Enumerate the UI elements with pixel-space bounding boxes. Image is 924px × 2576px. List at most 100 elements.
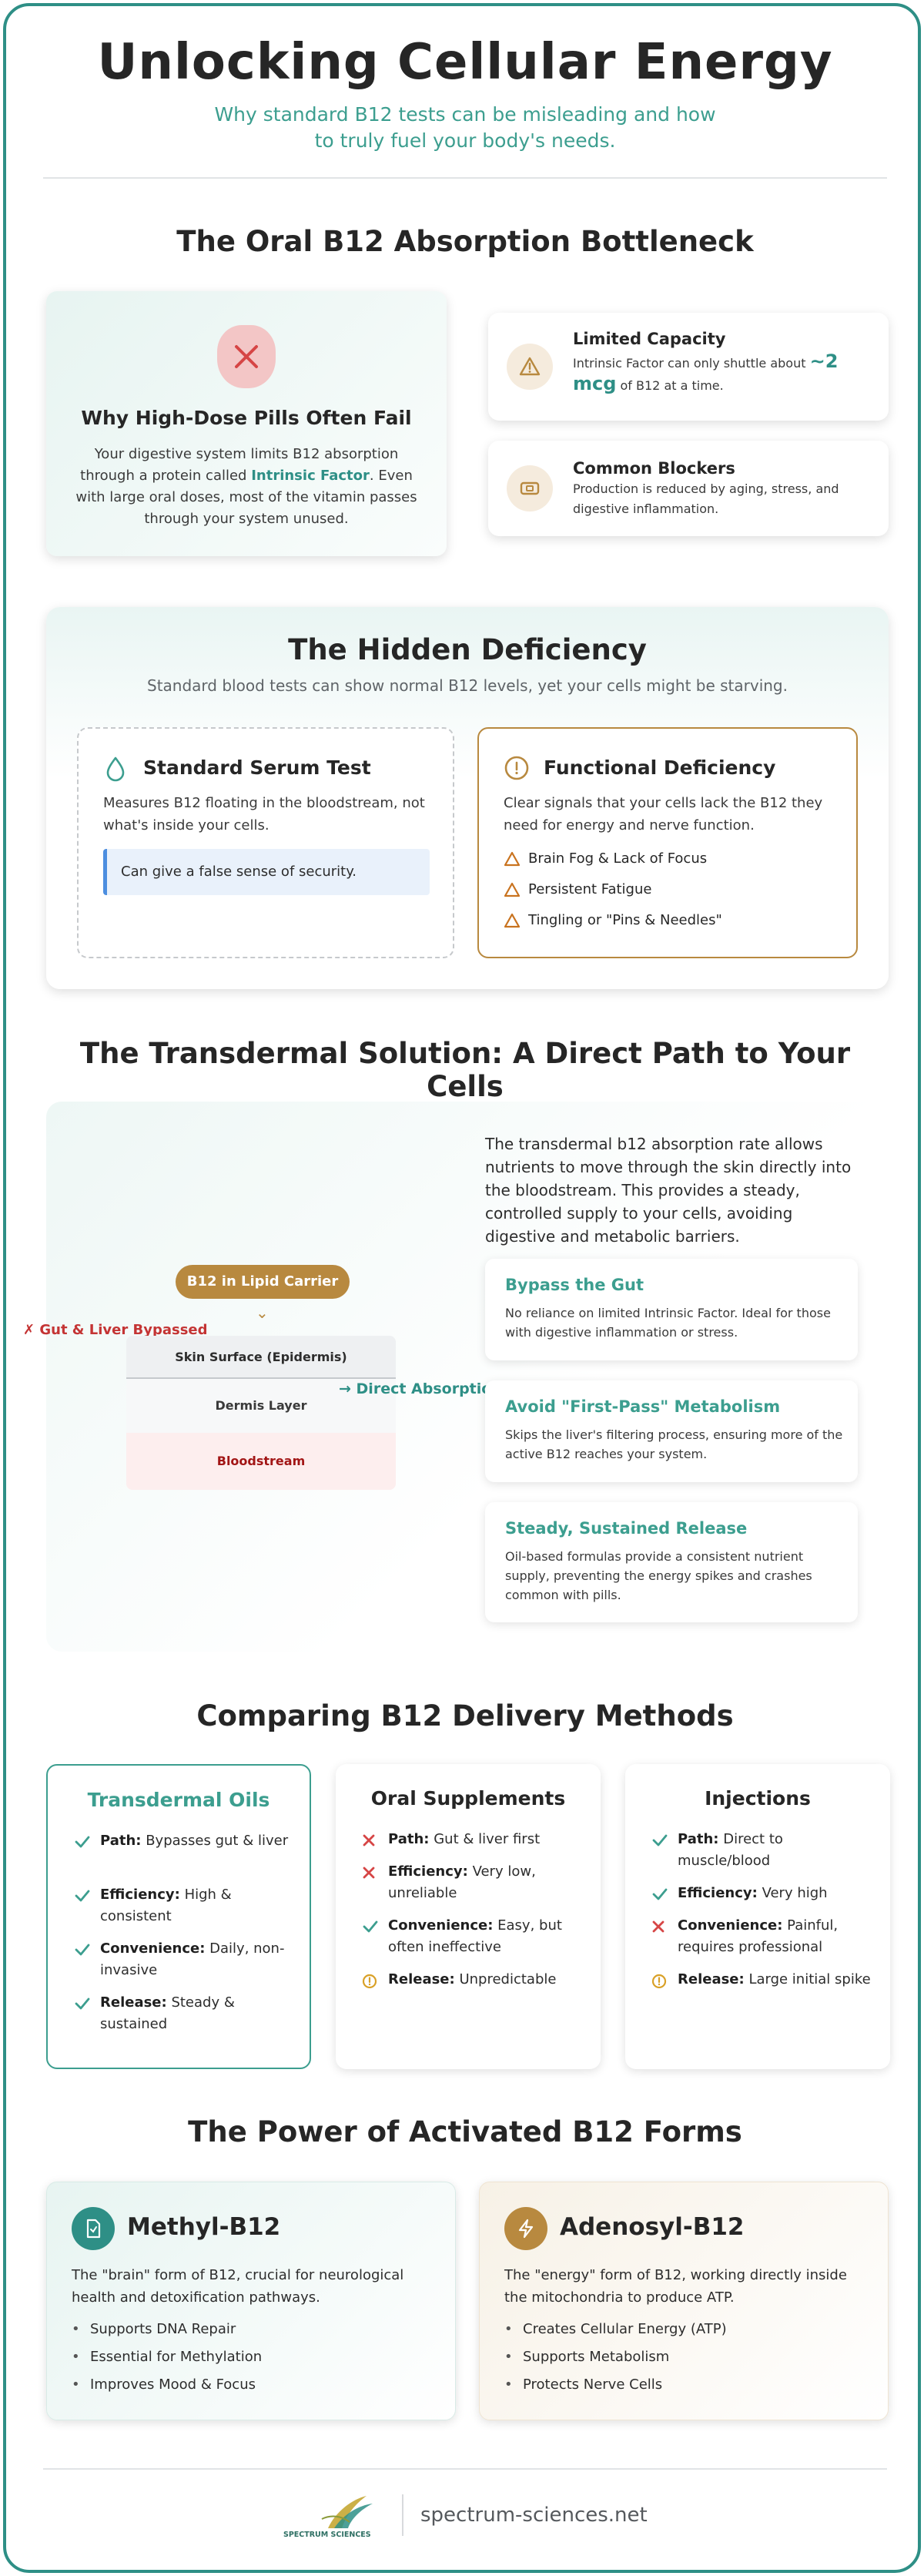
skin-layers-diagram: Skin Surface (Epidermis) Dermis Layer Bl… (126, 1336, 396, 1490)
layer-epidermis: Skin Surface (Epidermis) (126, 1336, 396, 1379)
comparison-item-label: Efficiency: (388, 1863, 468, 1880)
functional-deficiency-title: Functional Deficiency (544, 756, 776, 779)
triangle-warning-icon (504, 882, 521, 897)
comparison-item-label: Path: (678, 1831, 719, 1847)
check-icon (652, 1888, 668, 1900)
check-icon (363, 1920, 378, 1933)
comparison-item-value: Unpredictable (454, 1971, 557, 1987)
common-blockers-title: Common Blockers (573, 459, 735, 478)
document-icon (72, 2207, 115, 2250)
comparison-item-value: Painful, requires professional (678, 1917, 839, 1955)
check-icon (75, 1890, 90, 1902)
serum-test-text: Measures B12 floating in the bloodstream… (103, 795, 425, 834)
common-blockers-card: Common Blockers Production is reduced by… (488, 441, 889, 536)
list-item: Essential for Methylation (72, 2349, 262, 2365)
symptom-label: Tingling or "Pins & Needles" (528, 912, 722, 928)
why-pills-fail-title: Why High-Dose Pills Often Fail (81, 407, 412, 429)
triangle-warning-icon (504, 913, 521, 928)
cross-icon (652, 1920, 665, 1933)
comparison-item-label: Release: (100, 1994, 167, 2011)
transdermal-intro: The transdermal b12 absorption rate allo… (485, 1135, 852, 1246)
hidden-deficiency-subtitle: Standard blood tests can show normal B12… (147, 676, 788, 695)
capacity-amount: ~2 mcg (573, 351, 839, 394)
comparison-item-label: Efficiency: (100, 1887, 180, 1903)
benefit-card: Bypass the Gut No reliance on limited In… (485, 1259, 858, 1360)
cross-icon (363, 1834, 375, 1846)
bottleneck-title: The Oral B12 Absorption Bottleneck (176, 225, 754, 258)
blocker-icon (507, 465, 553, 512)
transdermal-title: The Transdermal Solution: A Direct Path … (79, 1037, 851, 1103)
svg-text:SPECTRUM SCIENCES: SPECTRUM SCIENCES (283, 2531, 371, 2539)
forms-title: The Power of Activated B12 Forms (188, 2115, 742, 2148)
comparison-item-label: Release: (678, 1971, 745, 1987)
lipid-carrier-badge: B12 in Lipid Carrier (176, 1265, 350, 1299)
benefit-title: Steady, Sustained Release (505, 1519, 748, 1538)
arrow-down-icon: ⌄ (256, 1303, 269, 1322)
triangle-warning-icon (504, 851, 521, 867)
page-frame: Unlocking Cellular Energy Why standard B… (3, 3, 921, 2573)
limited-text-part: Intrinsic Factor can only shuttle about (573, 356, 810, 371)
check-icon (652, 1834, 668, 1846)
comparison-card-title: Injections (705, 1787, 811, 1810)
limited-capacity-text: Intrinsic Factor can only shuttle about … (573, 351, 865, 396)
check-icon (75, 1997, 90, 2010)
methyl-b12-card: Methyl-B12 The "brain" form of B12, cruc… (46, 2182, 456, 2420)
comparison-item-label: Convenience: (100, 1940, 206, 1957)
comparison-item-value: Very high (757, 1885, 828, 1901)
layer-bloodstream: Bloodstream (126, 1433, 396, 1490)
methyl-b12-text: The "brain" form of B12, crucial for neu… (72, 2267, 404, 2306)
comparison-item-value: Very low, unreliable (388, 1863, 536, 1901)
layer-dermis: Dermis Layer (126, 1379, 396, 1433)
footer-site-link[interactable]: spectrum-sciences.net (420, 2504, 648, 2527)
stomach-icon (217, 325, 276, 388)
list-item: Creates Cellular Energy (ATP) (504, 2321, 727, 2337)
comparison-item-value: Bypasses gut & liver (141, 1833, 289, 1849)
benefit-title: Bypass the Gut (505, 1276, 644, 1294)
page-title: Unlocking Cellular Energy (97, 34, 833, 91)
footer-divider (43, 2468, 887, 2470)
list-item: Improves Mood & Focus (72, 2376, 256, 2393)
adenosyl-b12-card: Adenosyl-B12 The "energy" form of B12, w… (479, 2182, 889, 2420)
functional-deficiency-text: Clear signals that your cells lack the B… (504, 795, 823, 834)
footer-separator (402, 2494, 403, 2536)
check-icon (75, 1944, 90, 1956)
comparison-item-label: Convenience: (388, 1917, 494, 1934)
why-text-part: . Even with large oral doses, most of th… (75, 468, 417, 527)
comparison-item-label: Convenience: (678, 1917, 783, 1934)
comparison-card-title: Oral Supplements (370, 1787, 566, 1810)
clock-warning-icon (651, 1974, 667, 1989)
list-item: Supports Metabolism (504, 2349, 669, 2365)
benefit-text: Oil-based formulas provide a consistent … (505, 1549, 812, 1602)
check-icon (75, 1836, 90, 1848)
why-pills-fail-card: Why High-Dose Pills Often Fail Your dige… (46, 291, 447, 556)
serum-test-title: Standard Serum Test (143, 756, 371, 779)
cross-icon (363, 1867, 375, 1879)
benefit-text: Skips the liver's filtering process, ens… (505, 1427, 843, 1461)
comparison-item-value: Large initial spike (744, 1971, 871, 1987)
why-text-part: Your digestive system limits B12 absorpt… (80, 446, 399, 484)
spectrum-sciences-logo[interactable]: SPECTRUM SCIENCES (282, 2488, 397, 2542)
comparison-item-value: Easy, but often ineffective (388, 1917, 562, 1955)
symptom-label: Persistent Fatigue (528, 881, 652, 897)
page-subtitle: Why standard B12 tests can be misleading… (214, 103, 716, 152)
hidden-deficiency-card: The Hidden Deficiency Standard blood tes… (46, 607, 889, 989)
comparison-item-label: Path: (100, 1833, 142, 1849)
benefit-title: Avoid "First-Pass" Metabolism (505, 1397, 781, 1416)
functional-deficiency-box: Functional Deficiency Clear signals that… (477, 727, 858, 958)
serum-test-box: Standard Serum Test Measures B12 floatin… (77, 727, 454, 958)
comparison-item-value: Direct to muscle/blood (678, 1831, 783, 1869)
comparison-item-value: Steady & sustained (100, 1994, 235, 2032)
list-item: Supports DNA Repair (72, 2321, 236, 2337)
list-item: Protects Nerve Cells (504, 2376, 662, 2393)
comparison-item-label: Path: (388, 1831, 430, 1847)
header-divider (43, 177, 887, 179)
clock-warning-icon (362, 1974, 377, 1989)
bypass-label: ✗ Gut & Liver Bypassed (23, 1322, 208, 1338)
comparison-title: Comparing B12 Delivery Methods (196, 1699, 734, 1732)
serum-test-note: Can give a false sense of security. (103, 849, 430, 895)
benefit-card: Steady, Sustained Release Oil-based form… (485, 1502, 858, 1622)
comparison-card-title: Transdermal Oils (87, 1789, 270, 1811)
comparison-item-label: Release: (388, 1971, 455, 1987)
